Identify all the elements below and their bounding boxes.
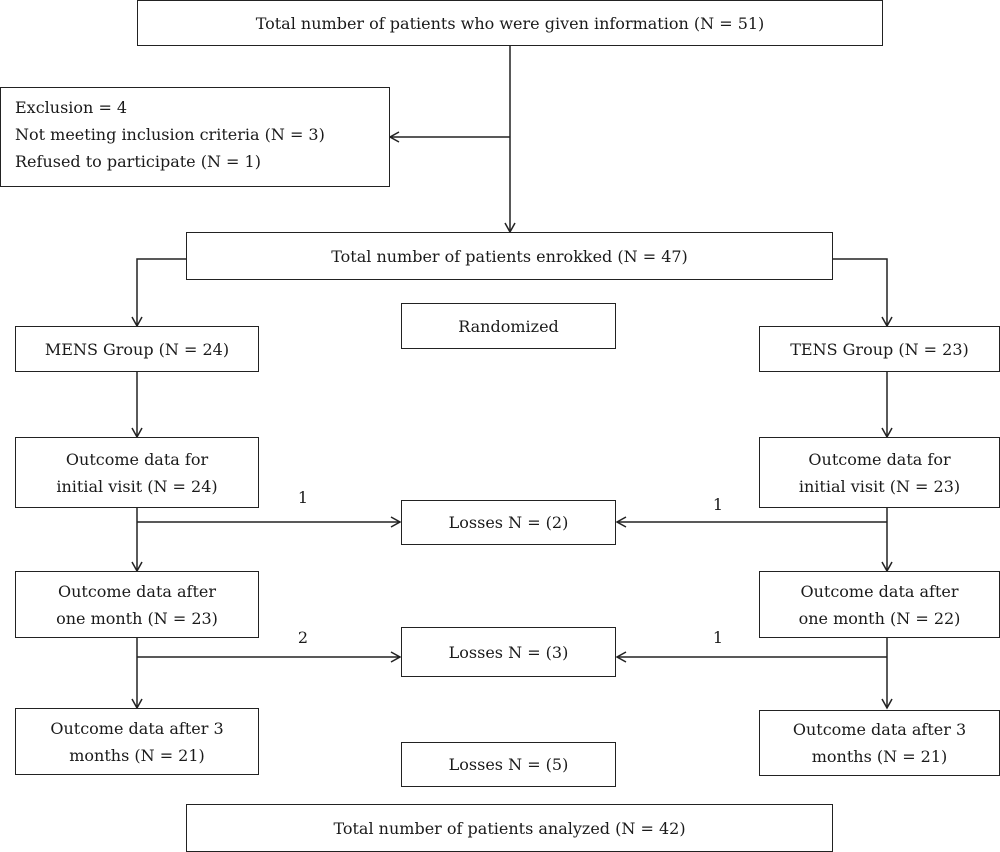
mens-month-line2: one month (N = 23) <box>56 608 218 628</box>
arrow-enrolled-to-mens <box>131 258 186 328</box>
mens-month-box: Outcome data after one month (N = 23) <box>15 571 259 638</box>
tens-group-box: TENS Group (N = 23) <box>759 326 1000 372</box>
mens-loss-count-1: 1 <box>297 488 309 507</box>
total-analyzed-box: Total number of patients analyzed (N = 4… <box>186 804 833 852</box>
tens-initial-box: Outcome data for initial visit (N = 23) <box>759 437 1000 508</box>
total-informed-box: Total number of patients who were given … <box>137 0 883 46</box>
enrolled-text: Total number of patients enrokked (N = 4… <box>331 246 688 266</box>
tens-loss-count-1: 1 <box>712 495 724 514</box>
losses-box-2: Losses N = (3) <box>401 627 616 677</box>
exclusion-total: Exclusion = 4 <box>15 98 128 117</box>
mens-loss-count-2: 2 <box>297 628 309 647</box>
mens-month-line1: Outcome data after <box>57 581 216 601</box>
arrow-enrolled-to-tens <box>833 258 893 328</box>
mens-3months-line2: months (N = 21) <box>69 745 205 765</box>
tens-initial-line2: initial visit (N = 23) <box>798 476 961 496</box>
mens-group-box: MENS Group (N = 24) <box>15 326 259 372</box>
total-analyzed-text: Total number of patients analyzed (N = 4… <box>333 818 686 838</box>
randomized-text: Randomized <box>458 316 559 336</box>
tens-group-text: TENS Group (N = 23) <box>790 339 969 359</box>
exclusion-refused: Refused to participate (N = 1) <box>15 152 261 171</box>
mens-3months-line1: Outcome data after 3 <box>50 718 224 738</box>
mens-3months-box: Outcome data after 3 months (N = 21) <box>15 708 259 775</box>
tens-3months-line2: months (N = 21) <box>811 747 948 766</box>
losses-text-3: Losses N = (5) <box>448 755 569 774</box>
mens-group-text: MENS Group (N = 24) <box>44 339 230 359</box>
tens-3months-box: Outcome data after 3 months (N = 21) <box>759 710 1000 776</box>
randomized-box: Randomized <box>401 303 616 349</box>
total-informed-text: Total number of patients who were given … <box>255 13 765 33</box>
tens-month-line1: Outcome data after <box>800 581 959 601</box>
losses-box-3: Losses N = (5) <box>401 742 616 787</box>
tens-initial-line1: Outcome data for <box>808 449 951 469</box>
tens-month-line2: one month (N = 22) <box>798 608 961 628</box>
losses-box-1: Losses N = (2) <box>401 500 616 545</box>
exclusion-criteria: Not meeting inclusion criteria (N = 3) <box>15 125 325 144</box>
losses-text-2: Losses N = (3) <box>448 642 569 662</box>
tens-month-box: Outcome data after one month (N = 22) <box>759 571 1000 638</box>
tens-loss-count-2: 1 <box>712 628 724 647</box>
mens-initial-line2: initial visit (N = 24) <box>56 476 218 496</box>
losses-text-1: Losses N = (2) <box>448 513 569 532</box>
mens-initial-box: Outcome data for initial visit (N = 24) <box>15 437 259 508</box>
enrolled-box: Total number of patients enrokked (N = 4… <box>186 232 833 280</box>
tens-3months-line1: Outcome data after 3 <box>792 720 967 739</box>
exclusion-box: Exclusion = 4 Not meeting inclusion crit… <box>0 87 390 187</box>
mens-initial-line1: Outcome data for <box>65 449 209 469</box>
